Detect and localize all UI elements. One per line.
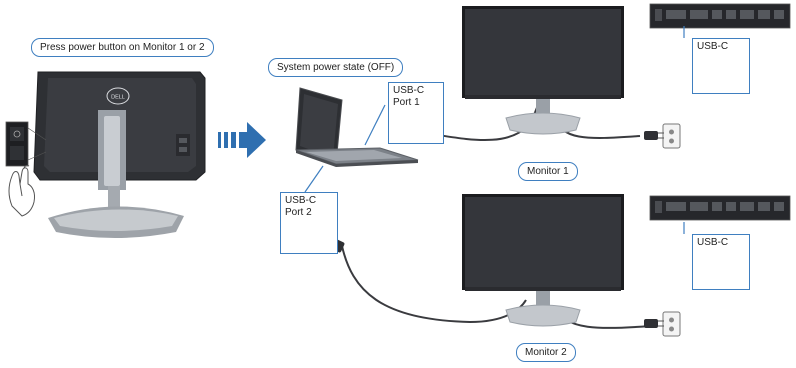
monitor-1-label: Monitor 1 [518, 162, 578, 181]
usbc-port2-sublabel: Port 2 [285, 207, 312, 218]
monitor-2 [462, 194, 624, 327]
monitor2-port-strip [649, 195, 791, 221]
monitor-rear-view: DELL [5, 71, 206, 238]
monitor2-usbc-box: USB-C [692, 234, 750, 290]
usbc-port1-box: USB-C Port 1 [388, 82, 444, 144]
monitor1-port-strip [649, 3, 791, 29]
monitor1-usbc-label: USB-C [697, 41, 729, 52]
monitor-2-label: Monitor 2 [516, 343, 576, 362]
callout-lines [304, 26, 685, 234]
system-power-state-callout: System power state (OFF) [268, 58, 404, 77]
monitor1-usbc-box: USB-C [692, 38, 750, 94]
usbc-port1-sublabel: Port 1 [393, 97, 420, 108]
usbc-port1-label: USB-C [393, 85, 425, 96]
monitor1-power-outlet-icon [644, 123, 681, 149]
monitor-1 [462, 6, 624, 135]
laptop [295, 87, 419, 167]
press-power-callout: Press power button on Monitor 1 or 2 [31, 38, 214, 57]
usbc-port2-box: USB-C Port 2 [280, 192, 338, 254]
usbc-port2-label: USB-C [285, 195, 317, 206]
monitor2-power-outlet-icon [644, 311, 681, 337]
flow-arrow-icon [218, 122, 266, 158]
hand-pressing-icon [8, 164, 35, 217]
dell-logo-text: DELL [111, 95, 125, 101]
monitor2-usbc-label: USB-C [697, 237, 729, 248]
